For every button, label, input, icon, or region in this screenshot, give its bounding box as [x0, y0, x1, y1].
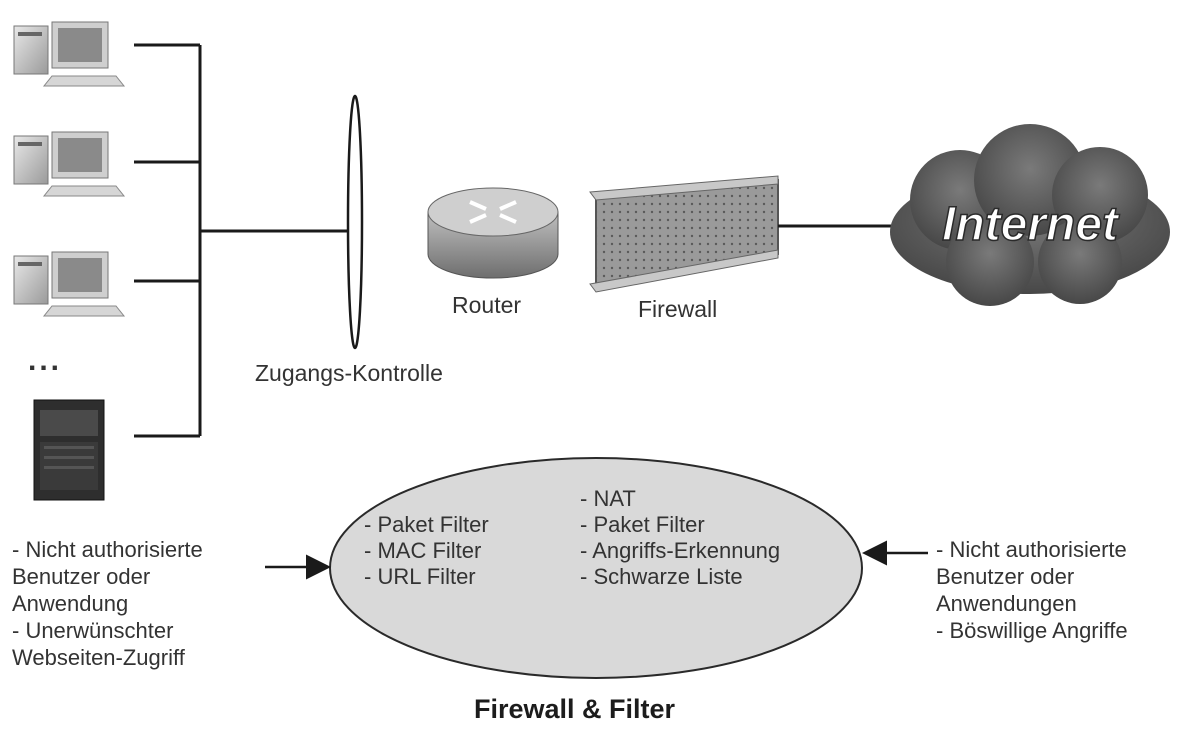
- desktop-computer-icon: [13, 131, 126, 197]
- firewall-wall-icon: [589, 175, 779, 293]
- list-item: - Paket Filter: [364, 512, 489, 537]
- list-item: Anwendung: [12, 591, 129, 616]
- list-item: Benutzer oder: [12, 564, 151, 589]
- server-tower-icon: [33, 399, 105, 501]
- desktop-computer-icon: [13, 21, 126, 87]
- list-item: - Angriffs-Erkennung: [580, 538, 781, 563]
- filter-list-right: - NAT - Paket Filter - Angriffs-Erkennun…: [580, 486, 780, 590]
- list-item: - MAC Filter: [364, 538, 482, 563]
- threats-right-list: - Nicht authorisierte Benutzer oder Anwe…: [936, 536, 1128, 644]
- desktop-computer-icon: [13, 251, 126, 317]
- firewall-label: Firewall: [638, 296, 718, 322]
- list-item: - Schwarze Liste: [580, 564, 743, 589]
- list-item: - URL Filter: [364, 564, 476, 589]
- router-icon: [427, 187, 559, 279]
- list-item: - Paket Filter: [580, 512, 705, 537]
- diagram-title: Firewall & Filter: [474, 694, 676, 724]
- threats-left-list: - Nicht authorisierte Benutzer oder Anwe…: [12, 536, 203, 671]
- list-item: Anwendungen: [936, 591, 1077, 616]
- list-item: - Unerwünschter: [12, 618, 174, 643]
- more-devices-ellipsis: ...: [28, 344, 63, 377]
- access-control-label: Zugangs-Kontrolle: [255, 360, 443, 386]
- list-item: Webseiten-Zugriff: [12, 645, 185, 670]
- list-item: - Böswillige Angriffe: [936, 618, 1128, 643]
- filter-list-left: - Paket Filter - MAC Filter - URL Filter: [364, 512, 489, 590]
- list-item: - Nicht authorisierte: [936, 537, 1127, 562]
- list-item: - Nicht authorisierte: [12, 537, 203, 562]
- internet-cloud-icon: Internet: [890, 124, 1170, 306]
- access-control-lens-icon: [346, 94, 364, 350]
- network-bus-lines: [134, 43, 350, 438]
- list-item: Benutzer oder: [936, 564, 1075, 589]
- internet-label: Internet: [942, 198, 1120, 251]
- router-label: Router: [452, 292, 522, 318]
- list-item: - NAT: [580, 486, 636, 511]
